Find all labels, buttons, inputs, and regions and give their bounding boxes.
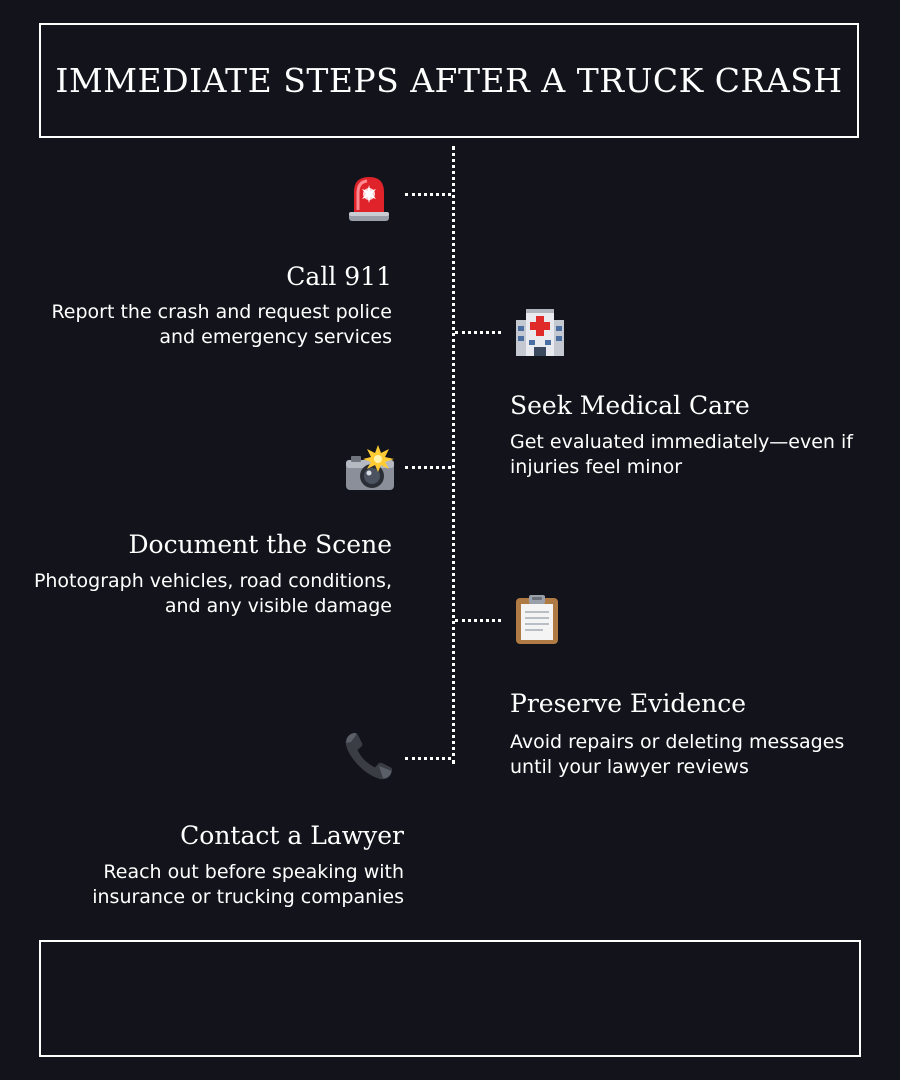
connector-step-1 xyxy=(405,193,451,196)
camera-flash-icon xyxy=(344,444,396,496)
page-title: IMMEDIATE STEPS AFTER A TRUCK CRASH xyxy=(55,61,843,100)
telephone-icon xyxy=(343,730,395,782)
hospital-icon xyxy=(514,306,566,358)
step-description: Report the crash and request police and … xyxy=(51,301,392,348)
clipboard-icon xyxy=(511,594,563,646)
footer-box xyxy=(39,940,861,1057)
step-description: Avoid repairs or deleting messages until… xyxy=(510,731,845,778)
step-description: Photograph vehicles, road conditions, an… xyxy=(33,570,392,617)
connector-step-5 xyxy=(405,757,451,760)
timeline-line xyxy=(452,146,455,764)
title-box: IMMEDIATE STEPS AFTER A TRUCK CRASH xyxy=(39,23,859,138)
connector-step-3 xyxy=(405,466,451,469)
siren-icon xyxy=(343,172,395,224)
step-title: Preserve Evidence xyxy=(510,689,747,718)
step-description: Reach out before speaking with insurance… xyxy=(92,861,404,908)
connector-step-4 xyxy=(455,619,501,622)
step-title: Call 911 xyxy=(286,262,392,291)
step-description: Get evaluated immediately—even if injuri… xyxy=(510,431,853,478)
step-title: Document the Scene xyxy=(128,530,392,559)
step-title: Seek Medical Care xyxy=(510,391,750,420)
step-title: Contact a Lawyer xyxy=(180,821,404,850)
connector-step-2 xyxy=(455,331,501,334)
